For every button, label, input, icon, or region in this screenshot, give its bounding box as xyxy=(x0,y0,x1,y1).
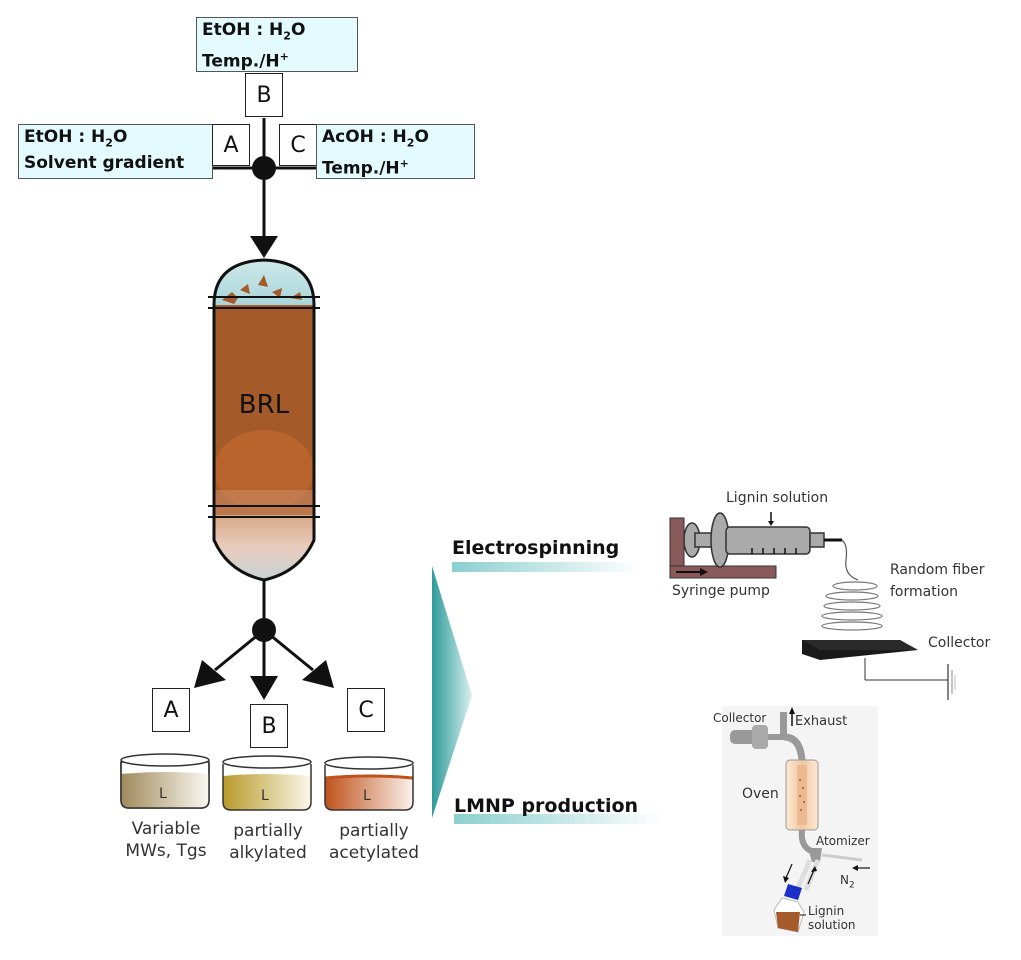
caption-line: MWs, Tgs xyxy=(125,841,207,861)
subscript: 2 xyxy=(283,29,291,43)
lignin-solution-label: Lignin solution xyxy=(726,490,829,506)
caption-line: alkylated xyxy=(229,843,307,863)
input-junction xyxy=(212,118,318,258)
exhaust-label: Exhaust xyxy=(795,714,848,729)
label-line: formation xyxy=(890,584,959,600)
syringe-pump-label: Syringe pump xyxy=(672,583,770,599)
condition-c-temp: Temp./H xyxy=(322,159,400,180)
lmnp-apparatus xyxy=(722,706,878,936)
arrow-down-left-icon xyxy=(194,660,226,688)
lmnp-collector-label: Collector xyxy=(713,711,767,725)
lmnp-underline xyxy=(454,814,664,824)
funnel-triangle xyxy=(432,566,472,818)
output-label-c: C xyxy=(347,688,385,732)
n2-text: N xyxy=(840,873,849,887)
superscript: + xyxy=(279,50,289,64)
input-label-a: A xyxy=(212,124,250,166)
reactor-label: BRL xyxy=(238,390,290,420)
superscript: + xyxy=(399,157,409,171)
electrospinning-apparatus xyxy=(669,512,956,700)
input-label-c: C xyxy=(279,124,317,166)
arrow-down-right-icon xyxy=(302,660,334,688)
collector-label: Collector xyxy=(928,635,991,651)
dish-b xyxy=(222,755,312,811)
label-line: Random fiber xyxy=(890,562,985,578)
condition-c-solvent: AcOH : H xyxy=(322,127,407,147)
label-line: solution xyxy=(808,918,856,932)
electrospinning-title: Electrospinning xyxy=(452,537,620,559)
subscript: 2 xyxy=(406,136,415,150)
arrow-down-icon xyxy=(250,236,278,258)
lmnp-lignin-label: Lignin solution xyxy=(808,904,856,932)
condition-box-a: EtOH : H2O Solvent gradient xyxy=(18,124,213,179)
caption-line: partially xyxy=(233,821,303,841)
dish-b-label: L xyxy=(261,788,269,804)
atomizer-label: Atomizer xyxy=(816,834,870,848)
condition-box-b: EtOH : H2O Temp./H+ xyxy=(196,17,358,72)
condition-b-temp: Temp./H xyxy=(202,52,280,73)
condition-a-solvent: EtOH : H xyxy=(24,127,106,147)
electrospinning-underline xyxy=(452,562,640,572)
subscript: 2 xyxy=(105,136,113,150)
output-label-a: A xyxy=(152,688,190,732)
caption-line: acetylated xyxy=(328,843,419,863)
caption-line: partially xyxy=(339,821,409,841)
output-label-b: B xyxy=(250,704,288,748)
label-line: Lignin xyxy=(808,904,845,918)
dish-a xyxy=(120,753,210,809)
dish-c xyxy=(324,756,414,811)
arrow-down-icon xyxy=(250,676,278,700)
condition-a-solvent-suffix: O xyxy=(112,127,128,147)
output-junction xyxy=(194,580,334,700)
condition-a-gradient: Solvent gradient xyxy=(24,153,185,174)
output-c-caption: partially acetylated xyxy=(318,820,430,864)
dish-a-label: L xyxy=(159,786,167,802)
output-a-caption: Variable MWs, Tgs xyxy=(108,818,224,862)
lmnp-title: LMNP production xyxy=(454,795,639,817)
condition-b-solvent-suffix: O xyxy=(290,20,306,40)
subscript: 2 xyxy=(848,880,855,891)
random-fiber-label: Random fiber formation xyxy=(890,559,985,603)
caption-line: Variable xyxy=(131,819,201,839)
input-label-b: B xyxy=(245,73,283,117)
output-b-caption: partially alkylated xyxy=(218,820,318,864)
condition-b-solvent: EtOH : H xyxy=(202,20,284,40)
reactor-vessel xyxy=(208,258,320,582)
dish-c-label: L xyxy=(363,788,371,804)
oven-label: Oven xyxy=(742,786,779,802)
condition-box-c: AcOH : H2O Temp./H+ xyxy=(316,124,475,179)
condition-c-solvent-suffix: O xyxy=(414,127,429,147)
n2-label: N2 xyxy=(840,873,855,890)
